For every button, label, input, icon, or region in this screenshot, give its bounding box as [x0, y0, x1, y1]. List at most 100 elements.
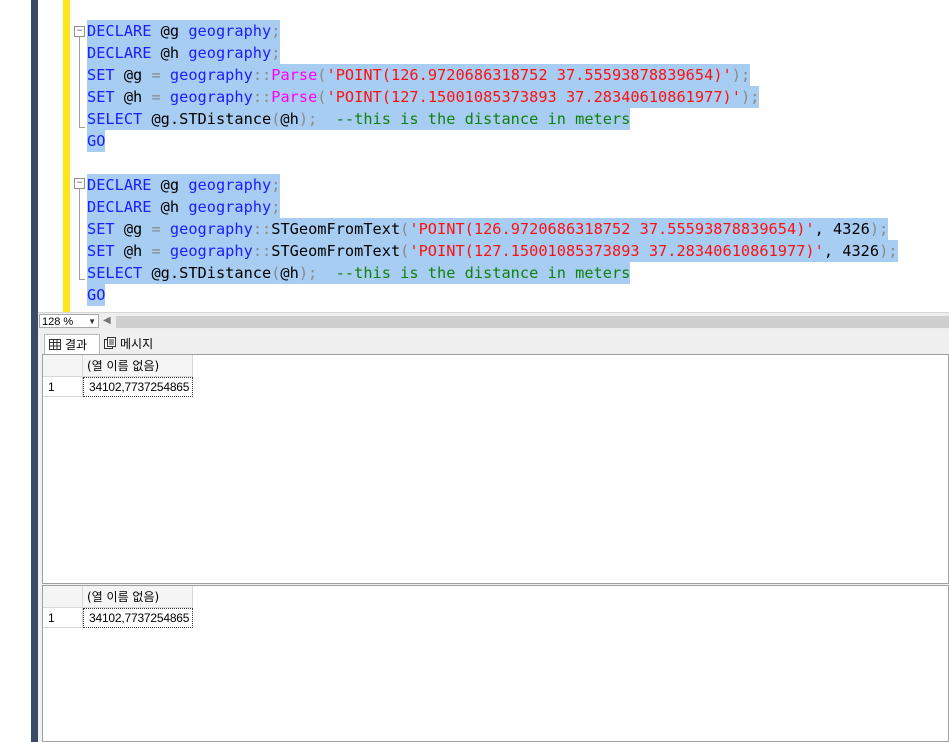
code-token: );: [879, 242, 898, 260]
code-token: @h: [114, 88, 152, 106]
row-number[interactable]: 1: [43, 377, 83, 397]
code-token: );: [731, 66, 751, 84]
collapse-icon[interactable]: −: [74, 26, 85, 37]
sql-editor[interactable]: DECLARE @g geography;DECLARE @h geograph…: [38, 0, 949, 312]
result-grid[interactable]: (열 이름 없음) 1 34102,7737254865: [42, 585, 949, 742]
code-token: geography: [169, 66, 253, 84]
code-line[interactable]: GO: [87, 130, 106, 152]
scroll-left-icon[interactable]: ◀: [103, 315, 111, 326]
code-token: geography: [169, 88, 253, 106]
tab-messages-label: 메시지: [120, 337, 154, 351]
code-token: =: [151, 88, 161, 106]
message-icon: [104, 335, 116, 355]
code-token: );: [740, 88, 760, 106]
code-token: ::: [252, 220, 272, 238]
code-token: @g: [151, 176, 189, 194]
code-token: =: [151, 242, 161, 260]
code-line[interactable]: DECLARE @g geography;: [87, 20, 281, 42]
code-line[interactable]: DECLARE @h geography;: [87, 42, 281, 64]
result-cell[interactable]: 34102,7737254865: [83, 377, 193, 397]
code-token: (: [271, 264, 281, 282]
code-token: @g.STDistance: [142, 264, 272, 282]
code-token: (: [271, 110, 281, 128]
code-token: (: [317, 88, 327, 106]
code-token: ::: [252, 66, 272, 84]
code-token: DECLARE: [87, 198, 152, 216]
code-token: =: [151, 220, 161, 238]
code-token: geography: [188, 22, 272, 40]
code-token: 'POINT(127.15001085373893 37.28340610861…: [409, 242, 824, 260]
code-token: 'POINT(126.9720686318752 37.555938788396…: [326, 66, 732, 84]
code-token: Parse: [271, 66, 318, 84]
code-token: @h: [151, 198, 189, 216]
grid-icon: [49, 336, 61, 356]
code-token: DECLARE: [87, 176, 152, 194]
tab-results-label: 결과: [65, 338, 88, 352]
tab-results[interactable]: 결과: [44, 334, 100, 354]
result-cell[interactable]: 34102,7737254865: [83, 608, 193, 628]
change-tracking-margin: [63, 0, 70, 312]
code-token: ;: [271, 22, 281, 40]
zoom-dropdown[interactable]: 128 % ▼: [39, 314, 99, 328]
code-token: GO: [87, 286, 106, 304]
code-line[interactable]: SET @g = geography::STGeomFromText('POIN…: [87, 218, 889, 240]
results-tabs: 결과 메시지: [38, 331, 949, 354]
code-token: SELECT: [87, 110, 143, 128]
code-token: =: [151, 66, 161, 84]
code-token: (: [317, 66, 327, 84]
code-token: 'POINT(126.9720686318752 37.555938788396…: [409, 220, 815, 238]
code-token: 'POINT(127.15001085373893 37.28340610861…: [326, 88, 741, 106]
result-grid[interactable]: (열 이름 없음) 1 34102,7737254865: [42, 354, 949, 584]
code-line[interactable]: SET @g = geography::Parse('POINT(126.972…: [87, 64, 751, 86]
row-number[interactable]: 1: [43, 608, 83, 628]
code-token: geography: [188, 198, 272, 216]
code-token: DECLARE: [87, 22, 152, 40]
code-token: SET: [87, 88, 115, 106]
grid-corner[interactable]: [43, 586, 83, 608]
code-token: @h: [280, 110, 299, 128]
code-token: @g: [114, 66, 152, 84]
code-token: [161, 66, 170, 84]
collapse-icon[interactable]: −: [74, 178, 85, 189]
code-token: @h: [114, 242, 152, 260]
chevron-down-icon[interactable]: ▼: [88, 317, 96, 326]
code-token: @g: [114, 220, 152, 238]
code-token: @h: [151, 44, 189, 62]
code-token: --this is the distance in meters: [317, 110, 631, 128]
code-token: , 4326: [823, 242, 880, 260]
code-token: DECLARE: [87, 44, 152, 62]
code-line[interactable]: GO: [87, 284, 106, 306]
code-token: (: [400, 242, 410, 260]
code-token: SET: [87, 242, 115, 260]
horizontal-scrollbar[interactable]: [116, 316, 949, 328]
tab-messages[interactable]: 메시지: [102, 334, 168, 354]
window-border: [31, 0, 38, 742]
code-line[interactable]: SELECT @g.STDistance(@h); --this is the …: [87, 108, 631, 130]
code-token: Parse: [271, 88, 318, 106]
code-token: @g: [151, 22, 189, 40]
code-token: STGeomFromText: [271, 220, 401, 238]
code-line[interactable]: SET @h = geography::STGeomFromText('POIN…: [87, 240, 898, 262]
code-token: --this is the distance in meters: [317, 264, 631, 282]
results-pane: 결과 메시지 (열 이름 없음) 1 34102,7737254865 (열 이…: [38, 331, 949, 742]
code-line[interactable]: SELECT @g.STDistance(@h); --this is the …: [87, 262, 631, 284]
code-token: geography: [169, 242, 253, 260]
grid-corner[interactable]: [43, 355, 83, 377]
fold-guide-end: [79, 279, 85, 280]
code-line[interactable]: DECLARE @g geography;: [87, 174, 281, 196]
code-token: SET: [87, 66, 115, 84]
code-token: (: [400, 220, 410, 238]
code-token: [161, 220, 170, 238]
code-token: );: [869, 220, 889, 238]
code-token: ;: [271, 198, 281, 216]
fold-guide-end: [79, 127, 85, 128]
code-token: );: [298, 110, 318, 128]
code-token: SET: [87, 220, 115, 238]
code-token: geography: [188, 176, 272, 194]
code-token: @h: [280, 264, 299, 282]
left-window-strip: [0, 0, 31, 742]
column-header[interactable]: (열 이름 없음): [83, 355, 193, 377]
code-line[interactable]: DECLARE @h geography;: [87, 196, 281, 218]
code-line[interactable]: SET @h = geography::Parse('POINT(127.150…: [87, 86, 760, 108]
column-header[interactable]: (열 이름 없음): [83, 586, 193, 608]
